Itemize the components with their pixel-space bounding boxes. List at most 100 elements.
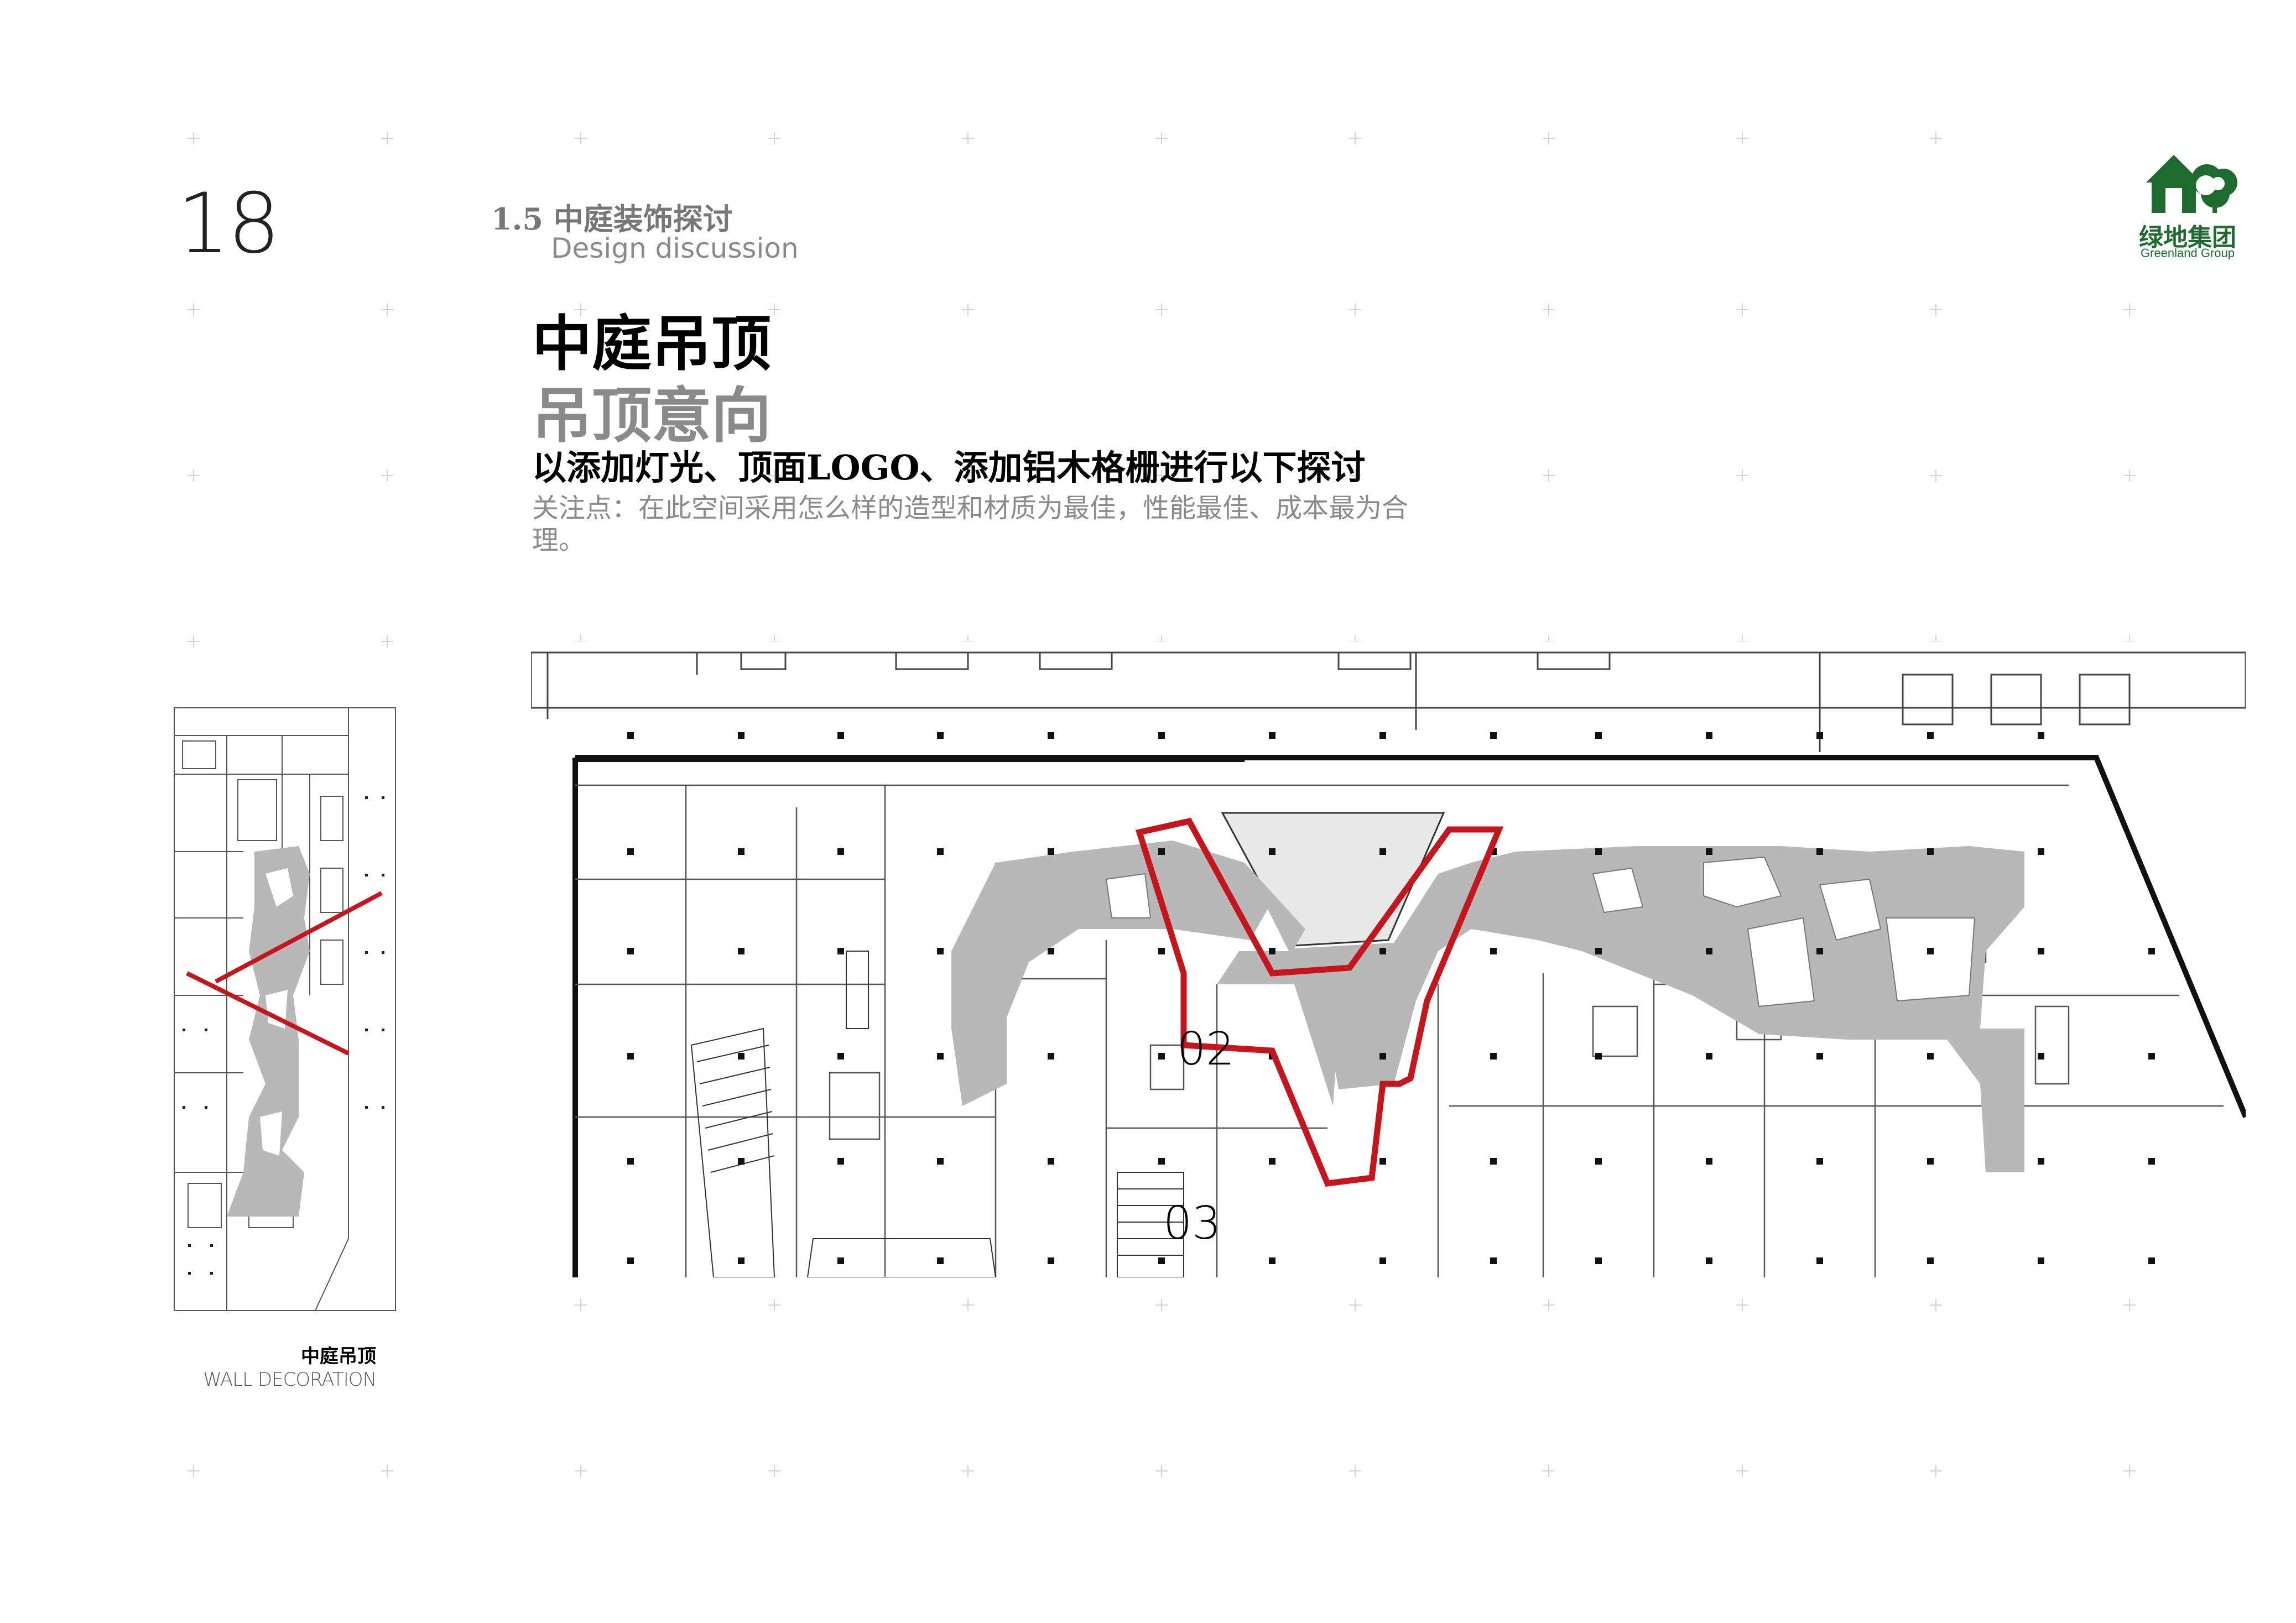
structural-column xyxy=(1706,948,1712,954)
structural-column xyxy=(627,948,634,954)
logo-name-en: Greenland Group xyxy=(2141,246,2235,260)
floor-plan: 02 03 xyxy=(531,641,2246,1277)
focus-note: 关注点：在此空间采用怎么样的造型和材质为最佳，性能最佳、成本最为合理。 xyxy=(532,493,1409,556)
structural-column xyxy=(1706,732,1712,739)
structural-column xyxy=(2148,1158,2155,1165)
structural-column xyxy=(1269,848,1275,855)
grid-cross xyxy=(1736,132,1748,144)
grid-cross xyxy=(1736,304,1748,316)
structural-column xyxy=(837,732,844,739)
grid-cross xyxy=(381,132,393,144)
structural-column xyxy=(1158,848,1165,855)
grid-cross xyxy=(1155,469,1168,482)
grid-cross xyxy=(1930,304,1942,316)
grid-cross xyxy=(1155,132,1168,144)
greenland-house-tree-icon xyxy=(2146,155,2237,213)
grid-cross xyxy=(768,1299,780,1311)
structural-column xyxy=(1379,1158,1386,1165)
structural-column xyxy=(1158,1257,1165,1264)
grid-cross xyxy=(1930,132,1942,144)
grid-cross xyxy=(188,635,200,648)
grid-cross xyxy=(1349,1299,1361,1311)
grid-cross xyxy=(1736,469,1748,482)
structural-column xyxy=(1595,1053,1602,1060)
structural-column xyxy=(2038,1158,2044,1165)
grid-cross xyxy=(962,469,974,482)
discussion-topic: 以添加灯光、顶面LOGO、添加铝木格栅进行以下探讨 xyxy=(532,447,1366,488)
structural-column xyxy=(1816,848,1823,855)
key-plan-thumbnail xyxy=(171,686,404,1316)
grid-cross xyxy=(1930,469,1942,482)
grid-cross xyxy=(188,132,200,144)
grid-cross xyxy=(1543,1299,1555,1311)
structural-column xyxy=(1490,732,1497,739)
structural-column xyxy=(1269,948,1275,954)
thumbnail-label-cn: 中庭吊顶 xyxy=(301,1345,376,1368)
structural-column xyxy=(937,1158,944,1165)
grid-cross xyxy=(1349,1465,1361,1477)
structural-column xyxy=(837,948,844,954)
structural-column xyxy=(837,848,844,855)
structural-column xyxy=(1816,1158,1823,1165)
structural-column xyxy=(1706,1257,1712,1264)
structural-column xyxy=(1816,948,1823,954)
structural-column xyxy=(1158,732,1165,739)
grid-cross xyxy=(1543,1465,1555,1477)
grid-cross xyxy=(2123,1299,2136,1311)
structural-column xyxy=(738,948,744,954)
structural-column xyxy=(738,848,744,855)
grid-cross xyxy=(768,132,780,144)
structural-column xyxy=(937,732,944,739)
grid-cross xyxy=(575,132,587,144)
zone-label-03: 03 xyxy=(1163,1197,1221,1250)
grid-cross xyxy=(768,304,780,316)
structural-column xyxy=(1595,948,1602,954)
zone-label-02: 02 xyxy=(1177,1023,1235,1076)
grid-cross xyxy=(575,469,587,482)
structural-column xyxy=(2038,948,2044,954)
structural-column xyxy=(2038,1257,2044,1264)
grid-cross xyxy=(2123,1465,2136,1477)
main-title: 中庭吊顶 xyxy=(532,309,772,379)
page-number: 18 xyxy=(177,176,280,272)
grid-cross xyxy=(962,304,974,316)
structural-column xyxy=(627,1257,634,1264)
logo-name-cn: 绿地集团 xyxy=(2139,223,2236,252)
grid-cross xyxy=(188,1465,200,1477)
structural-column xyxy=(1816,1257,1823,1264)
grid-cross xyxy=(575,1299,587,1311)
structural-column xyxy=(1158,948,1165,954)
structural-column xyxy=(1269,1257,1275,1264)
structural-column xyxy=(1927,848,1934,855)
grid-cross xyxy=(575,1465,587,1477)
grid-cross xyxy=(1349,469,1361,482)
structural-column xyxy=(1927,948,1934,954)
structural-column xyxy=(2148,1257,2155,1264)
structural-column xyxy=(1706,1158,1712,1165)
structural-column xyxy=(1927,1257,1934,1264)
structural-column xyxy=(1048,848,1054,855)
grid-cross xyxy=(381,469,393,482)
company-logo xyxy=(2135,149,2246,265)
grid-cross xyxy=(1155,1465,1168,1477)
structural-column xyxy=(2148,948,2155,954)
structural-column xyxy=(1927,1158,1934,1165)
structural-column xyxy=(627,1053,634,1060)
grid-cross xyxy=(1736,1299,1748,1311)
grid-cross xyxy=(2123,304,2136,316)
grid-cross xyxy=(2123,469,2136,482)
structural-column xyxy=(1490,1053,1497,1060)
structural-column xyxy=(1379,948,1386,954)
structural-column xyxy=(837,1158,844,1165)
grid-cross xyxy=(381,304,393,316)
structural-column xyxy=(1927,1053,1934,1060)
structural-column xyxy=(2148,1053,2155,1060)
grid-cross xyxy=(962,132,974,144)
structural-column xyxy=(1379,848,1386,855)
structural-column xyxy=(937,1257,944,1264)
grid-cross xyxy=(768,469,780,482)
structural-column xyxy=(2038,848,2044,855)
structural-column xyxy=(1048,1158,1054,1165)
structural-column xyxy=(627,732,634,739)
structural-column xyxy=(738,1158,744,1165)
